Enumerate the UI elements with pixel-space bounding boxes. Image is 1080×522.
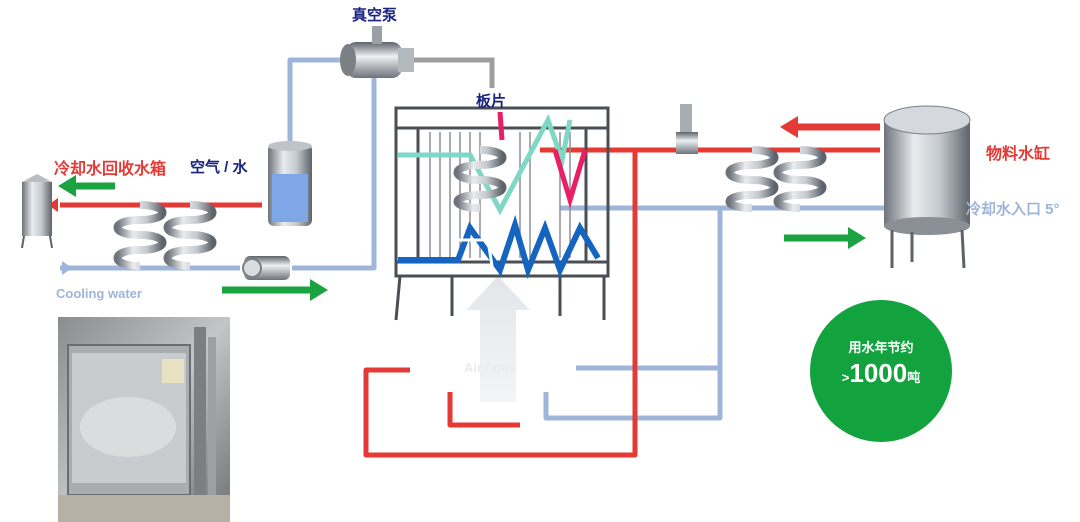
cool-arrow-head-right <box>62 261 72 275</box>
material-tank-label: 物料水缸 <box>986 146 1051 163</box>
savings-badge: 用水年节约 >1000吨 <box>810 300 952 442</box>
air-water-label: 空气 / 水 <box>190 159 248 176</box>
tank-photo <box>58 317 230 522</box>
savings-caption: 用水年节约 <box>848 340 914 355</box>
vacuum-pump-icon <box>340 26 414 78</box>
savings-prefix: > <box>841 370 850 385</box>
recovery-tank-label: 冷却水回收水箱 <box>54 161 167 178</box>
white-loop <box>458 238 494 267</box>
valve-icon <box>676 104 698 154</box>
material-tank-icon <box>883 105 971 269</box>
flow-arrows <box>58 116 880 301</box>
hot-pipes <box>60 147 880 458</box>
separator-tank-icon <box>268 141 312 226</box>
savings-unit: 吨 <box>907 370 921 385</box>
vacuum-pump-label: 真空泵 <box>352 7 398 24</box>
cooling-water-label: Cooling water <box>56 286 142 301</box>
vacuum-pipe <box>412 57 495 88</box>
recovery-tank-icon <box>21 174 53 249</box>
teal-loop <box>398 113 573 216</box>
coil-right <box>725 146 827 212</box>
plate-label: 板片 <box>476 93 507 110</box>
centrifugal-pump-icon <box>242 256 290 280</box>
blue-loop <box>398 214 601 280</box>
savings-value: >1000吨 <box>810 358 952 389</box>
savings-number: 1000 <box>849 358 908 388</box>
air-gas-arrow <box>466 276 530 402</box>
coil-left <box>113 201 217 270</box>
pink-loop <box>497 111 588 209</box>
coil-center <box>453 146 507 212</box>
air-gas-label: Air / gas <box>464 360 516 375</box>
hot-arrow-head-left <box>48 198 58 212</box>
cooling-inlet-label: 冷却水入口 5° <box>966 201 1060 218</box>
